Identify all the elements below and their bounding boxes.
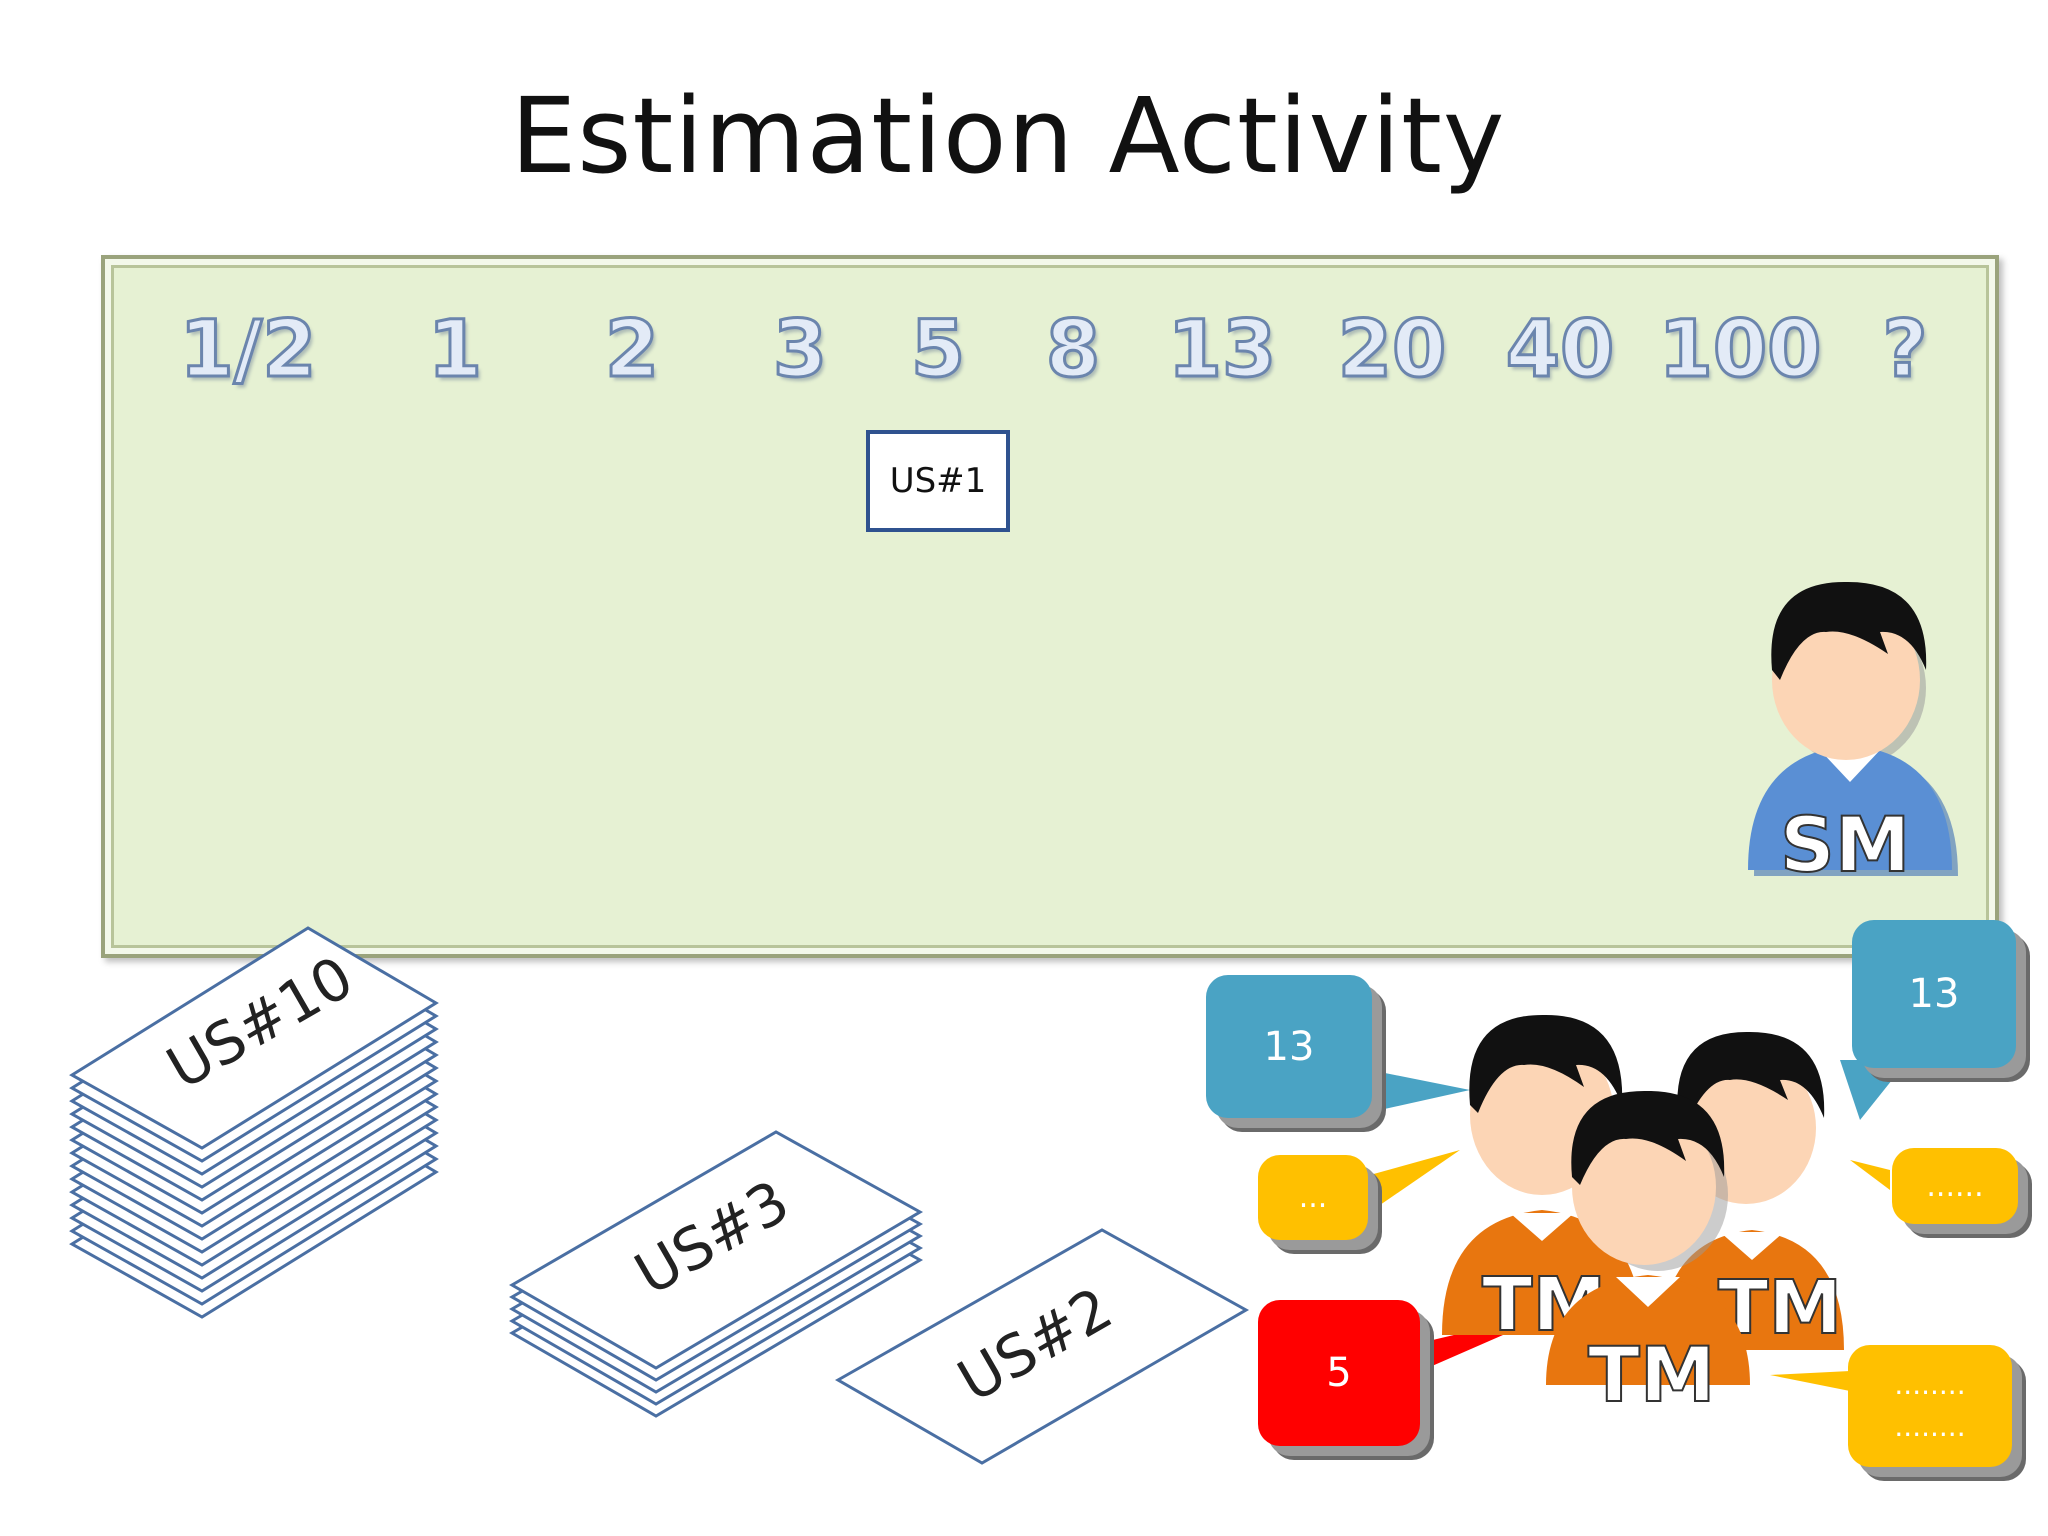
scale-value-13: 13 [1166,304,1278,397]
story-card-sheet [509,1130,924,1370]
scale-value-40: 40 [1504,304,1616,397]
speech-bubble-ellipsis-bottom: ........ ........ [1848,1345,2012,1467]
story-card-us1[interactable]: US#1 [866,430,1010,532]
sm-hair [1771,581,1927,680]
team-member-figure-front [1546,1090,1750,1385]
team-member-figure-left [1442,1014,1642,1335]
estimation-board [101,255,1999,958]
story-card-sheet [69,926,439,1150]
scale-value-20: 20 [1336,304,1448,397]
tm-role-label-front: TM [1587,1329,1716,1420]
scale-value-1: 1 [426,304,483,397]
sm-role-label: SM [1779,799,1911,890]
scale-value-100: 100 [1657,304,1823,397]
speech-bubble-13-right: 13 [1852,920,2016,1068]
sm-shirt [1748,745,1952,870]
scale-value-3: 3 [771,304,828,397]
speech-bubble-ellipsis-left: ... [1258,1155,1368,1240]
scale-value-5: 5 [909,304,966,397]
slide-title: Estimation Activity [510,75,1506,197]
scale-value-8: 8 [1044,304,1101,397]
scale-value-half: 1/2 [178,304,318,397]
scrum-master-figure [1748,581,1958,876]
stack-us10[interactable] [69,926,439,1319]
scale-value-2: 2 [603,304,660,397]
speech-bubble-ellipsis-right: ...... [1892,1148,2018,1224]
stack-us3[interactable] [509,1130,924,1418]
stack-us2[interactable] [834,1228,1250,1465]
scale-value-unknown: ? [1881,304,1929,397]
speech-bubble-5: 5 [1258,1300,1420,1446]
speech-bubble-13-left: 13 [1206,975,1372,1118]
sm-face [1772,600,1920,760]
story-card-sheet [834,1228,1250,1465]
